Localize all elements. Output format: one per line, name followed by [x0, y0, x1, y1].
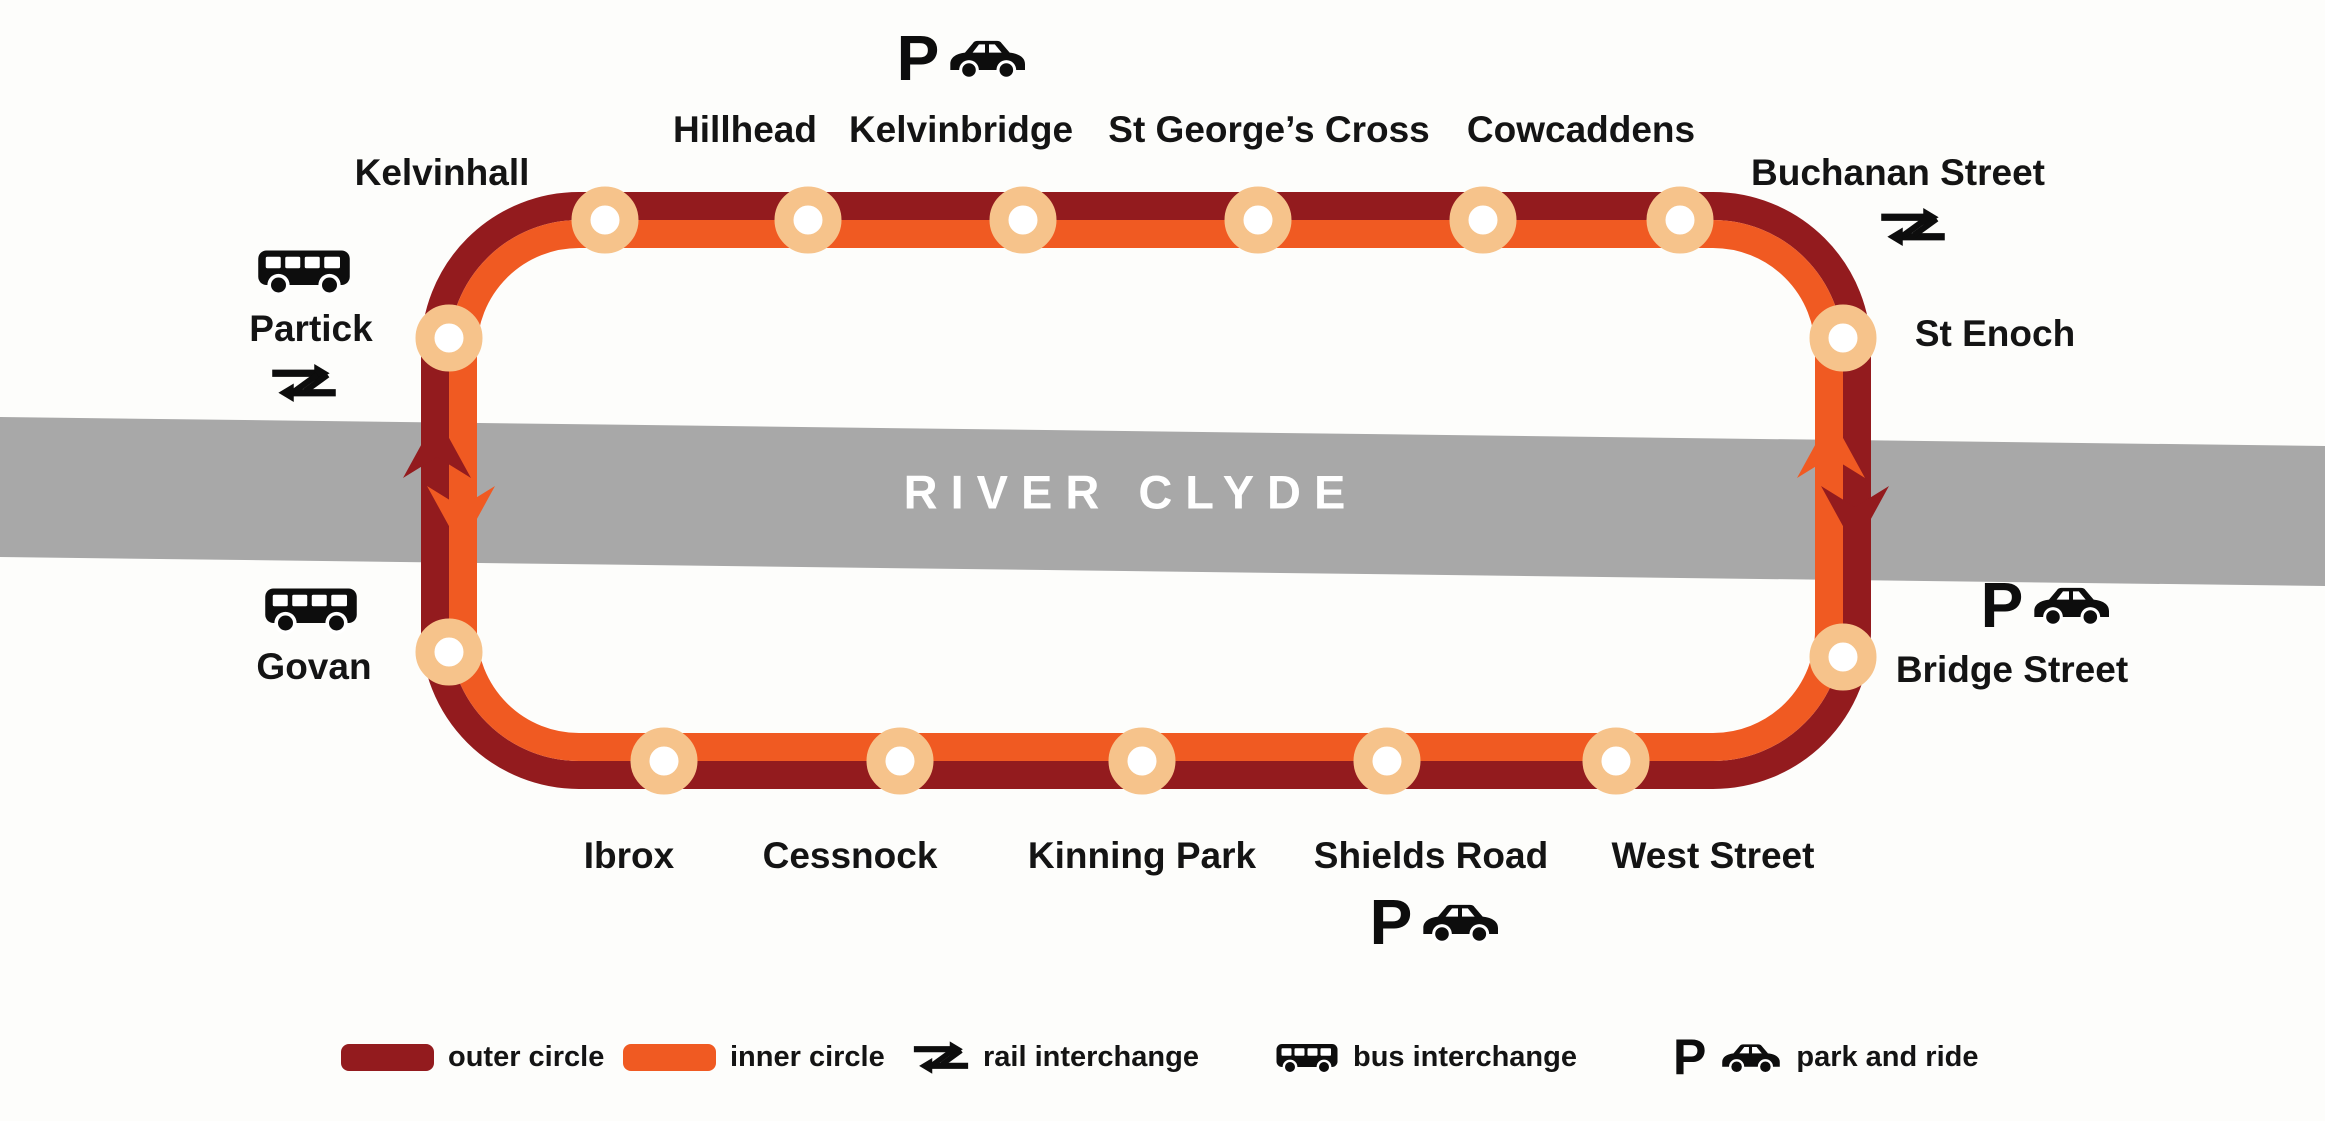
rail-icon [913, 1040, 969, 1075]
station-marker-kinning-park [1108, 727, 1176, 795]
car-icon [947, 34, 1027, 82]
station-marker-govan [415, 618, 483, 686]
bus-icon [1275, 1037, 1339, 1077]
outer-circle-swatch [341, 1043, 434, 1071]
station-label-bridge-street: Bridge Street [1895, 649, 2129, 690]
station-label-partick: Partick [249, 308, 373, 349]
station-label-govan: Govan [256, 646, 372, 687]
car-icon [2031, 581, 2111, 629]
bus-icon [263, 578, 359, 638]
river-clyde-band [0, 417, 2325, 586]
bus-interchange-icon-govan [263, 578, 359, 638]
legend-item-park-and-ride: P park and ride [1673, 1028, 1978, 1086]
station-label-shields-road: Shields Road [1313, 835, 1549, 876]
station-label-st-georges-cross: St George’s Cross [1108, 109, 1430, 150]
station-marker-kelvinhall [571, 186, 639, 254]
station-marker-kelvinbridge [989, 186, 1057, 254]
park-and-ride-icon-kelvinbridge: P [897, 26, 1028, 90]
station-label-ibrox: Ibrox [583, 835, 675, 876]
station-label-cowcaddens: Cowcaddens [1466, 109, 1696, 150]
station-label-kelvinhall: Kelvinhall [354, 152, 530, 193]
park-letter: P [896, 22, 940, 94]
car-icon [1720, 1039, 1782, 1076]
rail-icon [1880, 207, 1946, 248]
legend-item-outer-circle: outer circle [341, 1028, 604, 1086]
station-marker-bridge-street [1809, 623, 1877, 691]
rail-interchange-icon-buchanan-street [1880, 207, 1946, 248]
legend-label-bus-interchange: bus interchange [1353, 1040, 1577, 1073]
station-label-st-enoch: St Enoch [1914, 313, 2076, 354]
station-label-buchanan-street: Buchanan Street [1750, 152, 2046, 193]
station-marker-ibrox [630, 727, 698, 795]
legend-label-rail-interchange: rail interchange [983, 1040, 1199, 1073]
station-marker-cowcaddens [1449, 186, 1517, 254]
station-marker-st-enoch [1809, 304, 1877, 372]
outer-circle-arrow-down-icon [1821, 486, 1889, 548]
station-marker-shields-road [1353, 727, 1421, 795]
legend-label-inner-circle: inner circle [730, 1040, 885, 1073]
station-label-cessnock: Cessnock [762, 835, 938, 876]
inner-circle-swatch [623, 1043, 716, 1071]
station-marker-st-georges-cross [1224, 186, 1292, 254]
station-label-kelvinbridge: Kelvinbridge [848, 109, 1074, 150]
rail-interchange-icon-partick [271, 363, 337, 404]
rail-icon [271, 363, 337, 404]
bus-icon [256, 240, 352, 300]
park-letter: P [1673, 1029, 1707, 1085]
river-clyde-label: RIVER CLYDE [903, 465, 1359, 519]
legend-label-park-and-ride: park and ride [1796, 1040, 1979, 1073]
car-icon [1420, 898, 1500, 946]
station-label-hillhead: Hillhead [673, 109, 817, 150]
station-marker-cessnock [866, 727, 934, 795]
bus-interchange-icon-partick [256, 240, 352, 300]
legend-label-outer-circle: outer circle [448, 1040, 605, 1073]
inner-circle-arrow-down-icon [427, 486, 495, 548]
park-letter: P [1980, 569, 2024, 641]
station-label-kinning-park: Kinning Park [1027, 835, 1257, 876]
station-marker-buchanan-street [1646, 186, 1714, 254]
station-marker-hillhead [774, 186, 842, 254]
park-and-ride-icon-bridge-street: P [1981, 573, 2112, 637]
station-label-west-street: West Street [1611, 835, 1815, 876]
station-marker-west-street [1582, 727, 1650, 795]
legend-item-rail-interchange: rail interchange [913, 1028, 1199, 1086]
outer-circle-arrow-up-icon [403, 416, 471, 478]
legend-item-bus-interchange: bus interchange [1275, 1028, 1577, 1086]
inner-circle-arrow-up-icon [1797, 416, 1865, 478]
legend-item-inner-circle: inner circle [623, 1028, 885, 1086]
station-marker-partick [415, 304, 483, 372]
park-letter: P [1369, 886, 1413, 958]
park-and-ride-icon-shields-road: P [1370, 890, 1501, 954]
